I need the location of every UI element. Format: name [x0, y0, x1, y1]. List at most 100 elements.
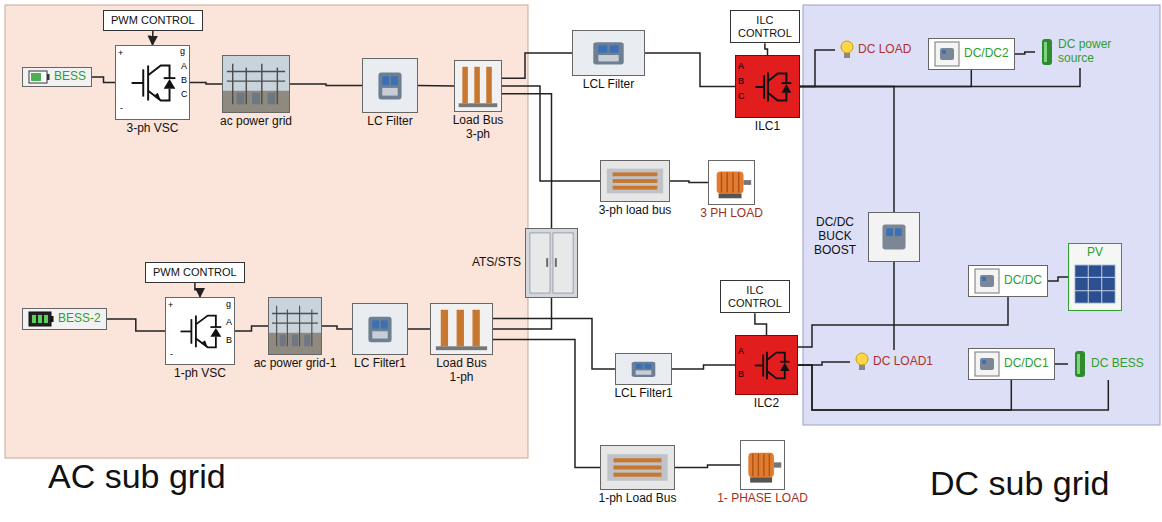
converter-picture	[869, 213, 919, 261]
filter-picture	[573, 31, 644, 75]
block-label: BESS	[54, 70, 86, 84]
motor-picture	[741, 441, 784, 489]
load-block: 1- PHASE LOAD	[740, 440, 785, 490]
port-label: A	[226, 318, 232, 327]
filter-picture	[616, 354, 671, 384]
wire-connector	[800, 68, 1080, 87]
block-label: PWM CONTROL	[153, 266, 237, 279]
control-block: PWM CONTROL	[103, 10, 203, 31]
block-label: DC LOAD1	[873, 355, 933, 369]
source-icon	[1040, 38, 1054, 66]
bulb-icon	[855, 352, 869, 372]
port-label: +	[118, 49, 123, 58]
grid-picture	[269, 298, 321, 354]
cabinet-picture	[526, 229, 577, 297]
source-icon	[1073, 350, 1087, 378]
grid-block: ac power grid-1	[268, 297, 322, 355]
load-bus-block: 1-ph Load Bus	[600, 445, 675, 490]
control-block: PWM CONTROL	[145, 262, 245, 283]
inverter-symbol	[736, 336, 797, 394]
igbt-symbol	[116, 46, 189, 119]
block-label: DC power source	[1058, 38, 1120, 66]
block-caption: ILC1	[755, 120, 780, 134]
solar-panel	[1069, 262, 1121, 308]
wire-connector	[502, 94, 552, 228]
wire-connector	[672, 365, 735, 369]
wire-connector	[493, 319, 615, 369]
wire-connector	[893, 262, 895, 350]
pv-panel: PV	[1068, 243, 1122, 311]
wire-connector	[152, 31, 154, 45]
wire-connector	[322, 326, 352, 329]
dc-source: DC power source	[1035, 36, 1125, 68]
interlinking-converter: ILC2	[735, 335, 798, 395]
dc-sub-grid-region: DC sub gridDC LOADDC/DC2DC power sourceD…	[803, 5, 1160, 425]
transfer-switch: ATS/STS	[525, 228, 578, 298]
grid-block: ac power grid	[222, 55, 290, 113]
port-label: A	[181, 62, 187, 71]
filter-picture	[353, 304, 407, 354]
converter-icon	[974, 268, 1000, 294]
wire-connector	[798, 297, 1008, 347]
control-block: ILC CONTROL	[720, 280, 790, 313]
dc-converter: DC/DC	[968, 265, 1048, 297]
port-label: B	[181, 76, 187, 85]
converter-block: 3-ph VSC	[115, 45, 190, 120]
converter-block: 1-ph VSC	[165, 297, 235, 365]
wire-connector	[670, 181, 708, 183]
igbt-symbol	[166, 298, 234, 364]
busbar-picture	[455, 61, 501, 111]
block-caption: LCL Filter1	[614, 387, 672, 401]
filter-block: LCL Filter	[572, 30, 645, 76]
port-label: +	[168, 301, 173, 310]
block-caption: ac power grid-1	[254, 357, 337, 371]
block-caption: LC Filter	[367, 115, 412, 129]
filter-block: LC Filter1	[352, 303, 408, 355]
load-block: 3 PH LOAD	[708, 160, 755, 205]
wire-connector	[1055, 363, 1068, 365]
dc-battery: DC BESS	[1068, 348, 1149, 380]
block-label: DC/DC2	[964, 47, 1009, 61]
battery-icon	[28, 311, 54, 327]
inverter-symbol	[736, 56, 799, 117]
region-title: AC sub grid	[48, 458, 226, 495]
filter-block: LCL Filter1	[615, 353, 672, 385]
wire-connector	[800, 87, 894, 213]
port-label: C	[738, 92, 745, 101]
wire-connector	[195, 283, 200, 297]
block-caption: LC Filter1	[354, 357, 406, 371]
port-label: C	[181, 90, 188, 99]
wire-connector	[755, 313, 767, 335]
dc-converter: DC/DC1	[968, 348, 1055, 380]
bulb-icon	[840, 40, 854, 60]
block-caption: Load Bus 1-ph	[432, 357, 492, 385]
block-caption: Load Bus 3-ph	[448, 114, 508, 142]
converter-icon	[934, 41, 960, 67]
wire-connector	[675, 465, 740, 468]
wire-connector	[800, 50, 835, 87]
block-caption: 1- PHASE LOAD	[717, 492, 808, 506]
dc-region-fill	[803, 5, 1160, 425]
wire-connector	[493, 298, 552, 329]
block-label: ILC CONTROL	[728, 284, 782, 309]
ac-sub-grid-region: AC sub gridPWM CONTROLBESS3-ph VSCac pow…	[5, 5, 528, 458]
block-caption: ILC2	[754, 397, 779, 411]
filter-block: LC Filter	[362, 58, 418, 113]
wire-connector	[502, 53, 572, 78]
block-caption: 3-ph VSC	[126, 122, 178, 136]
block-caption: 3-ph load bus	[599, 204, 672, 218]
port-label: -	[170, 350, 173, 359]
wire-connector	[1048, 277, 1068, 281]
wire-connector	[190, 83, 222, 85]
wire-connector	[798, 365, 1108, 410]
busbar-picture	[601, 161, 669, 201]
block-label: DC/DC1	[1004, 357, 1049, 371]
block-label: DC BESS	[1091, 357, 1144, 371]
block-label: ILC CONTROL	[738, 14, 792, 39]
battery-block: BESS-2	[22, 308, 107, 330]
block-label: BESS-2	[58, 312, 101, 326]
motor-picture	[709, 161, 754, 204]
ac-region-fill	[5, 5, 528, 458]
wire-connector	[408, 328, 430, 330]
wire-connector	[1015, 52, 1035, 54]
